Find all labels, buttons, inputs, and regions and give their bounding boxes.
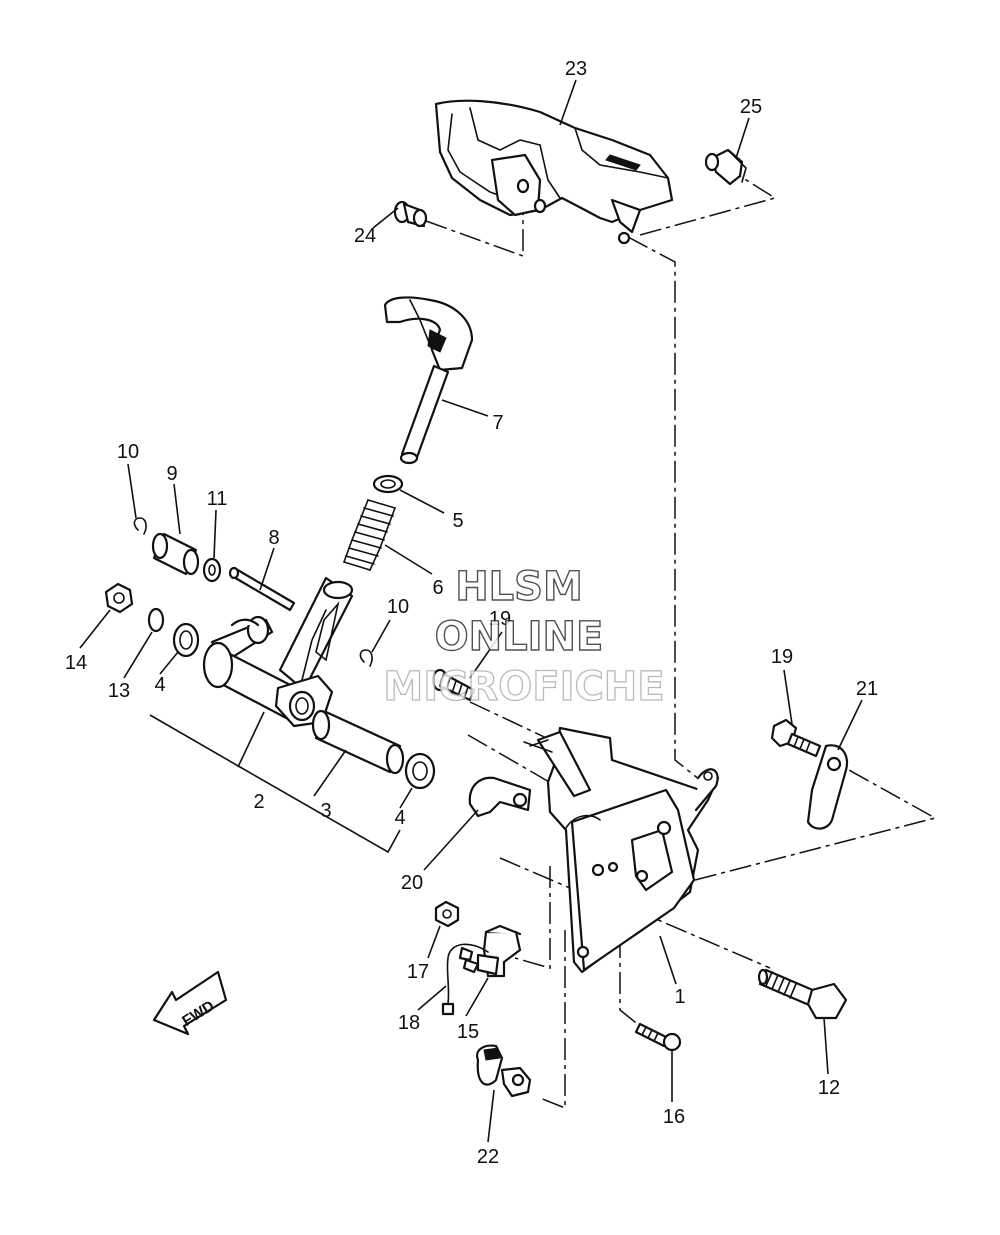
- callout-19b: 19: [771, 646, 793, 668]
- part-bolt-19a: [431, 668, 476, 702]
- callout-5: 5: [452, 510, 463, 532]
- leader-lines: [79, 79, 863, 1143]
- callout-25: 25: [740, 96, 762, 118]
- callout-3: 3: [320, 800, 331, 822]
- callout-numbers: 23 25 24 7 5 6 8 9 10 11 10 14 13 4 2 3 …: [65, 58, 878, 1168]
- callout-14: 14: [65, 652, 87, 674]
- callout-17: 17: [407, 961, 429, 983]
- callout-23: 23: [565, 58, 587, 80]
- callout-24: 24: [354, 225, 376, 247]
- callout-22: 22: [477, 1146, 499, 1168]
- callout-13: 13: [108, 680, 130, 702]
- part-washer-5: [372, 474, 404, 494]
- part-cover-23: [434, 99, 674, 245]
- callout-10a: 10: [117, 441, 139, 463]
- part-wire-18: [441, 943, 489, 1016]
- callout-12: 12: [818, 1077, 840, 1099]
- callout-20: 20: [401, 872, 423, 894]
- part-plate-21: [806, 744, 849, 830]
- part-clamp-20: [468, 776, 532, 818]
- callout-21: 21: [856, 678, 878, 700]
- callout-9: 9: [166, 463, 177, 485]
- watermark-line1: HLSM: [455, 564, 583, 610]
- part-washer-11: [202, 557, 222, 583]
- fwd-arrow-icon: FWD: [152, 970, 228, 1036]
- part-shaft-2: [202, 576, 354, 728]
- part-switch-15: [476, 924, 522, 978]
- watermark-line2: ONLINE: [435, 614, 604, 660]
- watermark: HLSM ONLINE MICROFICHE: [383, 563, 666, 710]
- part-nut-14: [104, 582, 134, 614]
- part-collar-24: [393, 200, 428, 228]
- part-holder-22: [476, 1044, 532, 1098]
- part-sleeve-3: [311, 709, 405, 775]
- part-circlip-10a: [133, 517, 147, 535]
- callout-1: 1: [674, 986, 685, 1008]
- callout-18: 18: [398, 1012, 420, 1034]
- callout-4a: 4: [154, 674, 165, 696]
- part-lever-7: [383, 296, 474, 465]
- callout-16: 16: [663, 1106, 685, 1128]
- callout-11: 11: [207, 488, 228, 510]
- part-bolt-12: [757, 968, 848, 1020]
- watermark-line3: MICROFICHE: [383, 664, 664, 710]
- part-sleeve-9: [151, 532, 200, 576]
- callout-2: 2: [253, 791, 264, 813]
- part-nut-17: [434, 900, 460, 928]
- part-bolt-16: [634, 1022, 682, 1052]
- part-bushing-4b: [404, 752, 436, 790]
- callout-10b: 10: [387, 596, 409, 618]
- part-clip-25: [704, 148, 747, 186]
- callout-19a: 19: [489, 608, 511, 630]
- callout-8: 8: [268, 527, 279, 549]
- callout-4b: 4: [394, 807, 405, 829]
- callout-7: 7: [492, 412, 503, 434]
- part-spring-6: [343, 499, 396, 571]
- callout-15: 15: [457, 1021, 479, 1043]
- part-bushing-4a: [172, 622, 200, 658]
- part-pin-8: [228, 566, 296, 612]
- callout-6: 6: [432, 577, 443, 599]
- part-bracket-1: [523, 726, 720, 974]
- part-circlip-10b: [359, 649, 373, 667]
- part-bolt-19b: [770, 718, 822, 758]
- part-washer-13: [147, 607, 165, 633]
